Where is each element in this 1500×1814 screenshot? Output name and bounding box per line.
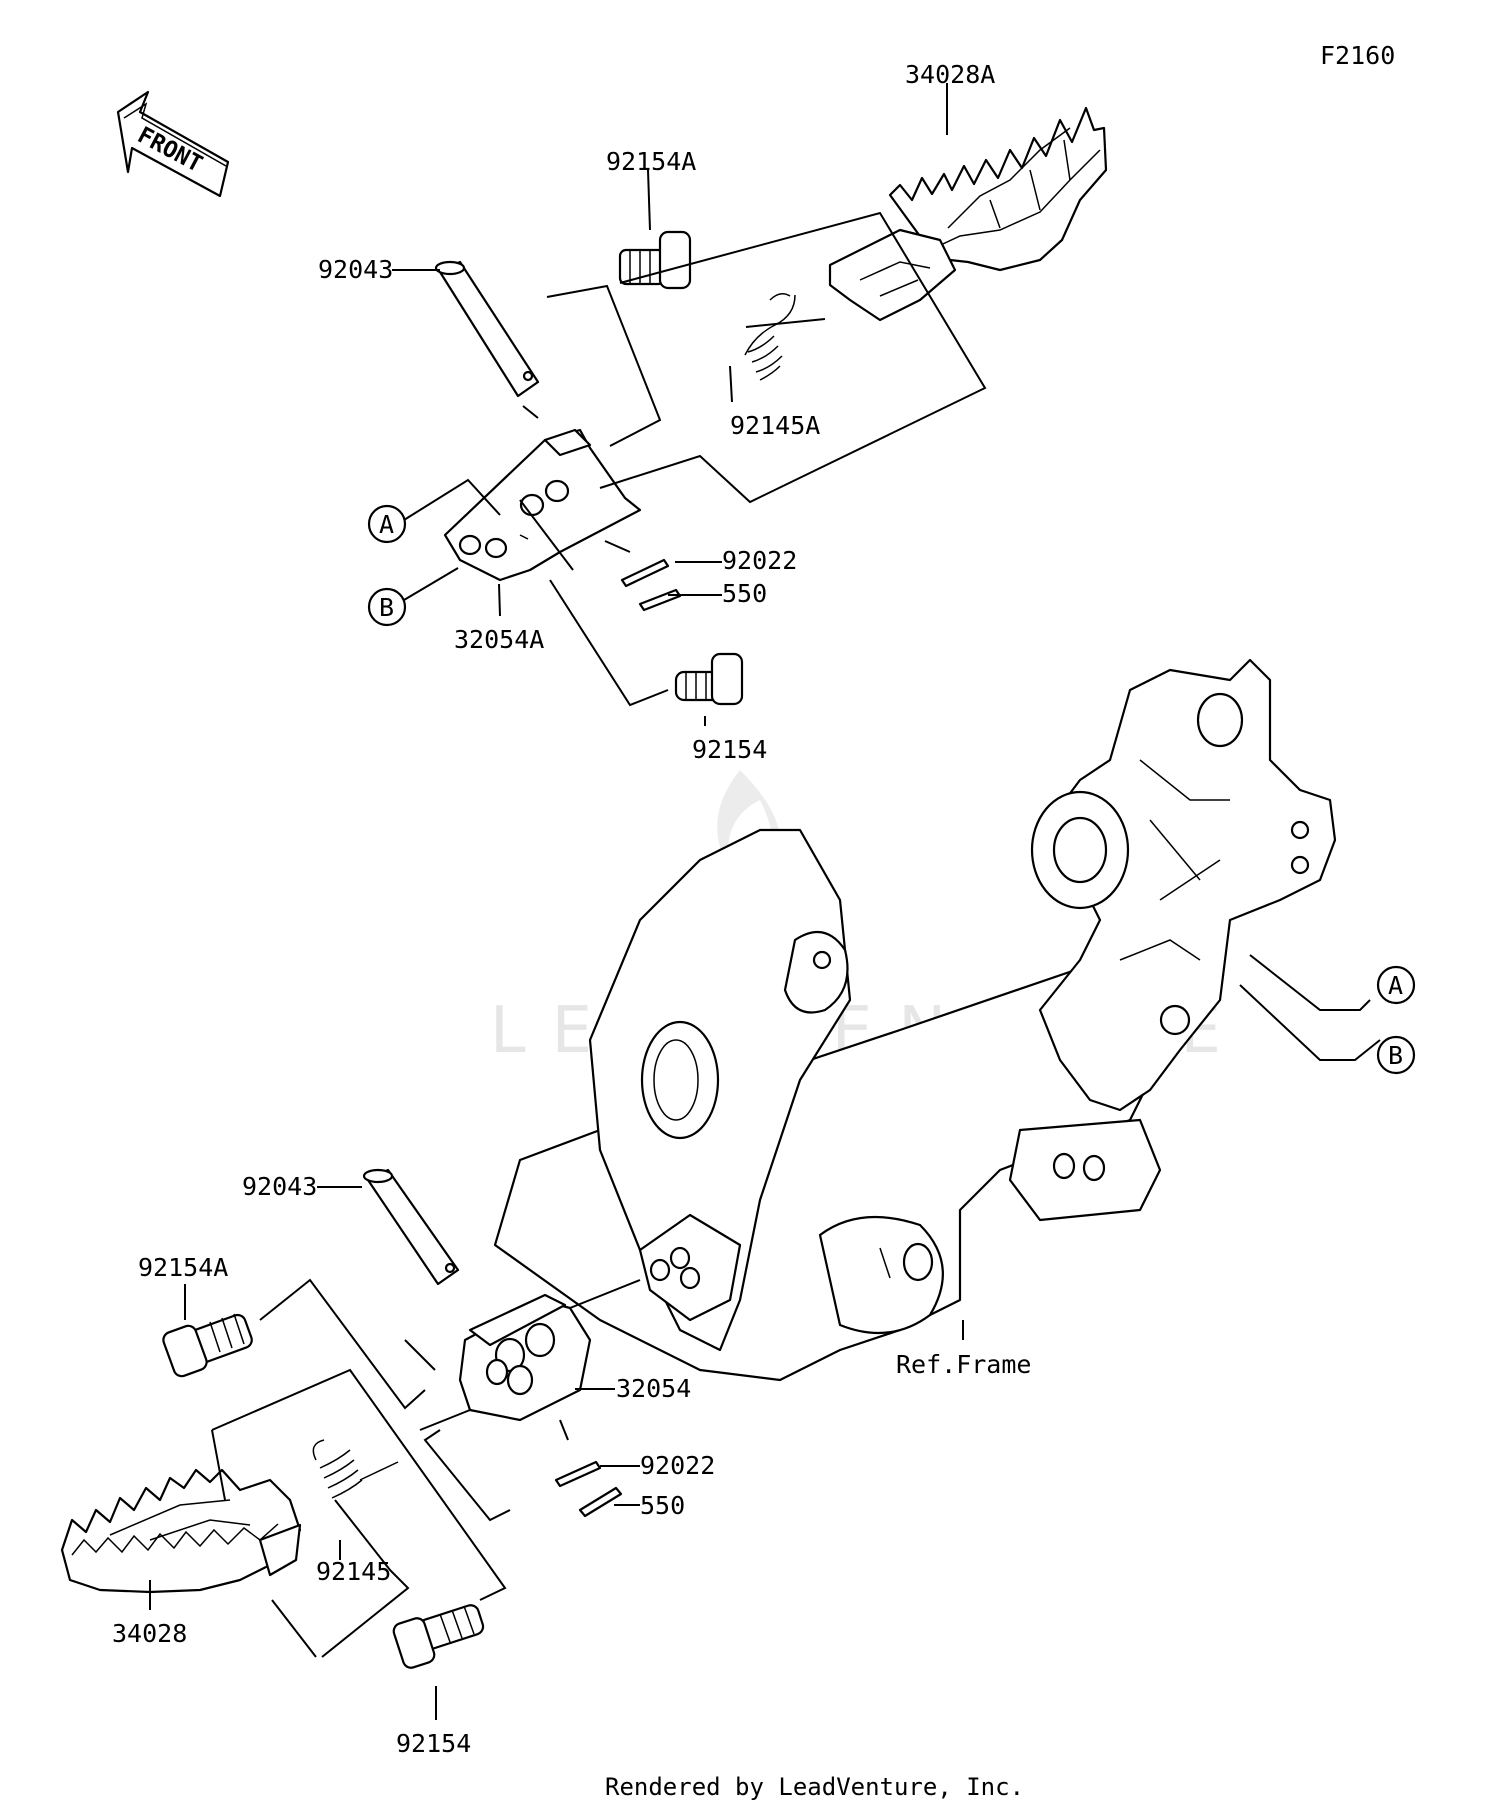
frame-reference-label: Ref.Frame [896,1350,1031,1379]
upper-spring-clip-drawing [620,558,670,588]
svg-text:B: B [1388,1041,1403,1070]
upper-footpeg-drawing [828,106,1108,322]
upper-spring-drawing [744,293,796,381]
label-550-upper: 550 [722,579,767,608]
watermark-flame-icon [717,770,780,870]
label-32054A: 32054A [454,625,544,654]
svg-text:A: A [379,510,394,539]
lower-bolt-a-drawing [162,1313,253,1378]
lower-spring-drawing [312,1439,399,1499]
frame-drawing [493,658,1337,1382]
svg-text:A: A [1388,971,1403,1000]
lower-pin-drawing [362,1168,460,1286]
label-32054: 32054 [616,1374,691,1403]
label-34028: 34028 [112,1619,187,1648]
lower-footpeg-drawing [60,1468,302,1594]
upper-bracket-drawing [443,428,642,582]
footer-credit: Rendered by LeadVenture, Inc. [605,1773,1024,1801]
lower-bolt-drawing [392,1604,485,1669]
callout-b-upper: B [367,587,407,627]
lower-cotter-pin-drawing [578,1486,623,1518]
upper-bolt-a-drawing [618,230,692,290]
label-92043-lower: 92043 [242,1172,317,1201]
label-34028A: 34028A [905,60,995,89]
label-92154-lower: 92154 [396,1729,471,1758]
label-92022-upper: 92022 [722,546,797,575]
label-550-lower: 550 [640,1491,685,1520]
label-92145: 92145 [316,1557,391,1586]
label-92154A-lower: 92154A [138,1253,228,1282]
front-arrow-icon: FRONT [116,90,230,198]
label-92022-lower: 92022 [640,1451,715,1480]
lower-spring-clip-drawing [554,1460,602,1488]
callout-a-upper: A [367,504,407,544]
label-92154A-upper: 92154A [606,147,696,176]
lower-bracket-drawing [458,1293,592,1422]
callout-a-frame: A [1376,965,1416,1005]
callout-b-frame: B [1376,1035,1416,1075]
upper-cotter-pin-drawing [638,588,682,612]
label-92145A: 92145A [730,411,820,440]
label-92043-upper: 92043 [318,255,393,284]
upper-assembly: 34028A 92154A 92043 92145A 92022 550 320… [318,60,1108,764]
upper-pin-drawing [434,260,540,398]
figure-code: F2160 [1320,41,1395,70]
svg-text:B: B [379,593,394,622]
upper-bolt-drawing [674,652,744,706]
lower-assembly: 92043 92154A 32054 92022 550 92145 34028… [60,1168,715,1758]
label-92154-upper: 92154 [692,735,767,764]
